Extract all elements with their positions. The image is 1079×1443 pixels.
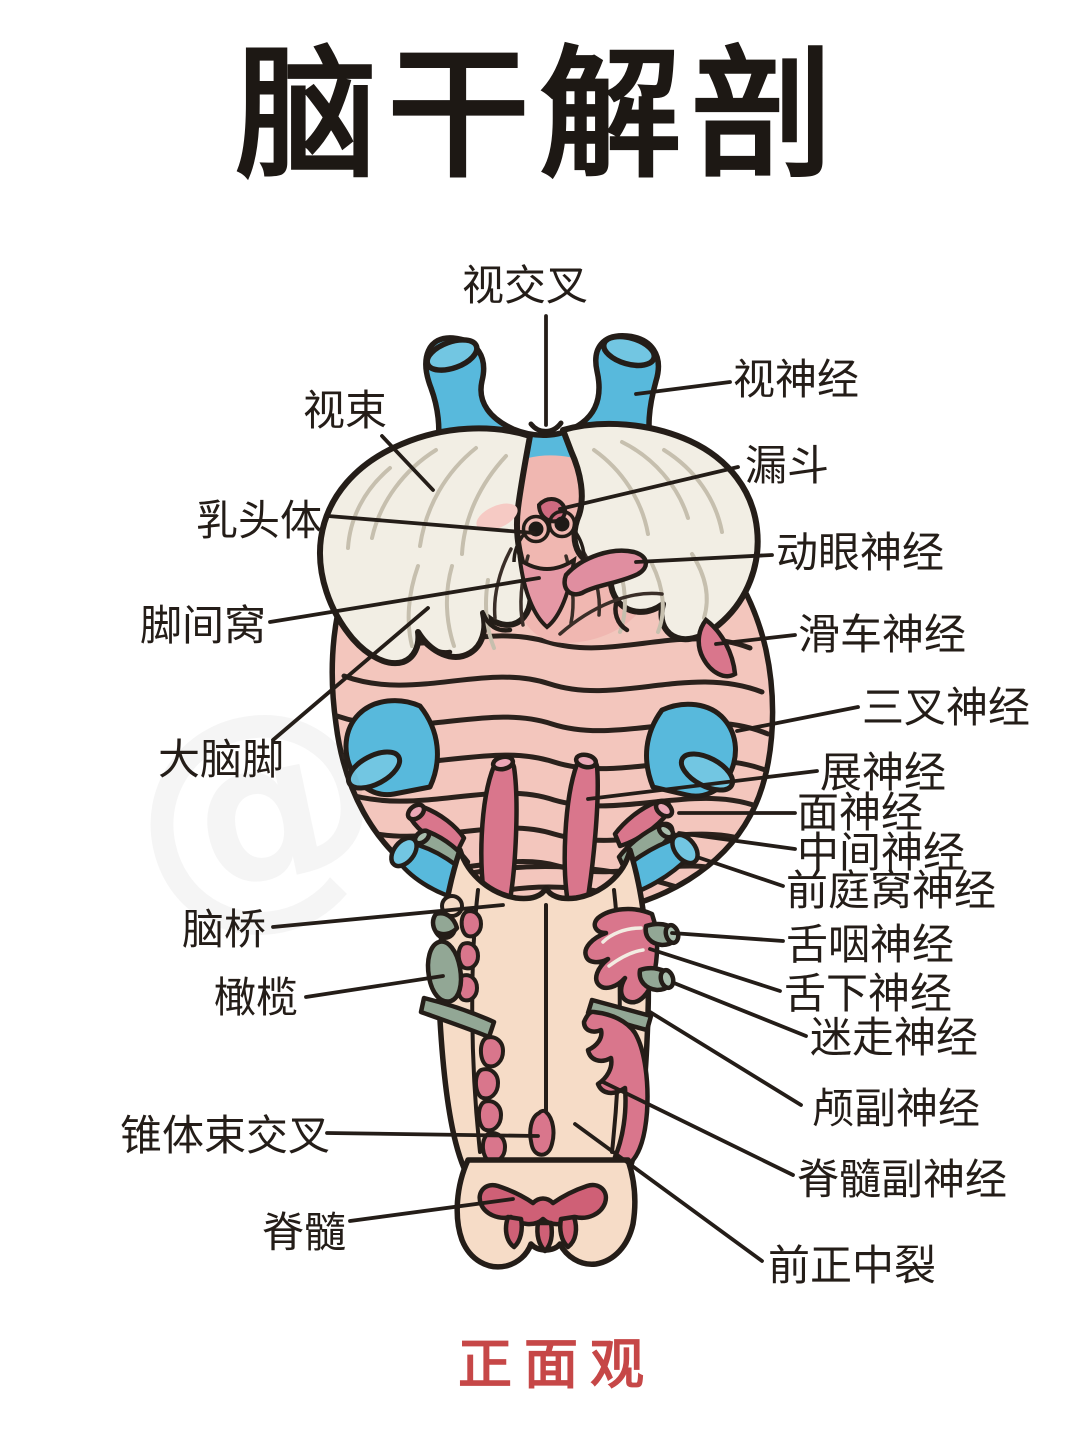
label-cerebral-peduncle: 大脑脚 [158,735,285,784]
interpeduncular-fossa-shape [517,555,577,630]
leader-lines [268,314,860,1263]
label-facial-nerve: 面神经 [797,788,924,837]
page-title: 脑干解剖 [235,33,844,198]
label-glossopharyngeal-nerve: 舌咽神经 [786,920,955,969]
mammillary-bodies [512,509,586,563]
midbrain-detail [492,420,738,679]
oculomotor-root-band [562,548,648,597]
label-anterior-median-fissure: 前正中裂 [768,1241,937,1290]
label-infundibulum: 漏斗 [745,441,830,490]
label-optic-chiasm: 视交叉 [462,261,589,310]
label-optic-tract: 视束 [303,386,388,435]
label-abducens-nerve: 展神经 [820,748,947,797]
label-optic-nerve: 视神经 [733,355,860,404]
view-caption: 正面观 [458,1333,656,1396]
label-mammillary-body: 乳头体 [196,496,323,545]
label-trigeminal-nerve: 三叉神经 [862,683,1031,732]
label-vestibulocochlear-nerve: 前庭窝神经 [786,866,997,915]
label-pyramidal-decussation: 锥体束交叉 [120,1111,331,1160]
label-oculomotor-nerve: 动眼神经 [776,528,945,577]
spinal-cord-section [454,1157,638,1270]
label-spinal-cord: 脊髓 [262,1208,347,1257]
peduncle-blush [476,503,518,531]
trigeminal-stub-left [343,698,440,798]
peduncle-fold-accents [415,597,630,655]
label-spinal-accessory-nerve: 脊髓副神经 [797,1155,1008,1204]
label-hypoglossal-nerve: 舌下神经 [784,969,953,1018]
label-pons: 脑桥 [182,905,267,954]
label-cranial-accessory-nerve: 颅副神经 [812,1084,981,1133]
olive-shape [418,911,497,1040]
label-vagus-nerve: 迷走神经 [810,1013,979,1062]
label-trochlear-nerve: 滑车神经 [798,610,967,659]
label-intermediate-nerve: 中间神经 [797,828,966,877]
label-interpeduncular-fossa: 脚间窝 [140,601,267,650]
pyramidal-decussation-mark [528,1108,556,1157]
vagal-sage-stubs-right [585,921,681,1033]
label-olive: 橄榄 [214,973,299,1022]
